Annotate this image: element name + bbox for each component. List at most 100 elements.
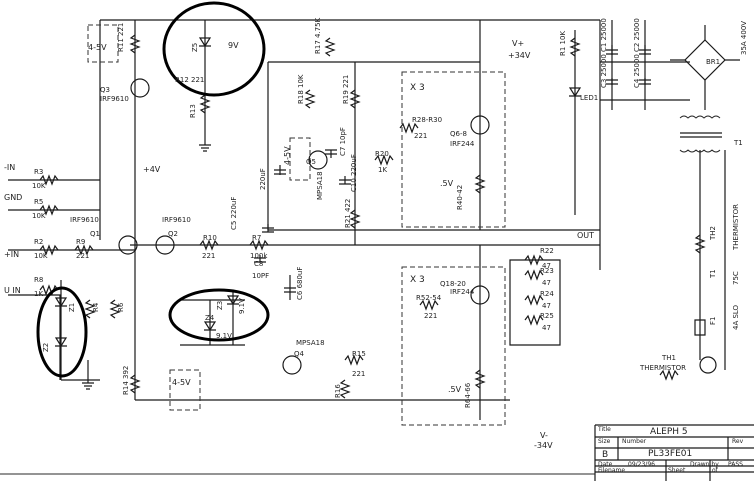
label-br1: BR1 [706,58,720,66]
label-r11: R11 221 [117,23,125,52]
label-mpsa18-lower: MPSA18 [296,339,325,347]
label-c7: C7 10pF [339,127,347,156]
label-r28-30-value: 221 [414,132,427,140]
resistor-r10 [199,239,219,251]
label-r24: R24 [540,290,554,298]
label-r23-value: 47 [542,279,551,287]
resistor-r3 [39,174,59,186]
label-r14: R14 392 [122,366,130,395]
label-c8-value: 10PF [252,272,269,280]
resistor-r8 [304,89,316,109]
ground-symbol-1 [199,140,211,152]
label-r23: R23 [540,267,554,275]
bridge-leads [670,25,740,110]
label-r25: R25 [540,312,554,320]
label-bias-upper: 4-5V [88,43,107,52]
title-block-size: B [602,450,608,460]
annotation-circle-z5 [162,1,266,97]
label-vminus-value: -34V [534,441,553,450]
thermistor-th2 [694,234,706,254]
label-z5: Z5 [191,43,199,52]
resistor-r5 [39,204,59,216]
capacitor-c5 [262,224,274,233]
label-q3-part: IRF9610 [100,95,129,103]
label-z3-voltage: 9.1V [238,298,246,314]
resistor-r8b [39,284,59,296]
label-q18-20: Q18-20 [440,280,466,288]
resistor-r17 [324,37,336,57]
input-zener-wires [60,280,100,381]
label-c5: C5 220uF [230,197,238,230]
resistor-r28-30 [399,122,419,134]
title-block-of-caption: of [712,467,719,474]
transistor-q1 [118,235,138,255]
label-z2: Z2 [42,343,50,352]
capacitor-bank-wires [600,20,690,110]
label-r3-value: 10K [32,182,46,190]
label-c9: 220uF [259,168,267,190]
resistor-r19 [349,89,361,109]
label-q3: Q3 [100,86,110,94]
label-r64-66: R64-66 [464,382,472,408]
label-c3: C3 25000 [600,54,608,88]
label-x3-upper: X 3 [410,83,425,93]
mains-socket [699,356,717,374]
label-vplus: V+ [512,39,524,48]
title-block-date-caption: Date [598,461,613,468]
label-q2: Q2 [168,230,178,238]
resistor-r1 [569,37,581,57]
label-q4: Q4 [294,350,305,358]
title-block-rev-caption: Rev [732,438,744,445]
label-plus-in: +IN [4,250,19,259]
diode-led1 [568,87,582,98]
title-block-sheet-caption: Sheet [668,467,686,474]
resistor-r6 [109,299,121,319]
capacitor-c8 [254,255,266,263]
resistor-r14 [129,374,141,394]
zener-z5 [198,37,212,48]
label-c8: C8 [254,260,263,268]
label-r9: R9 [76,238,85,246]
mosfet-q6-8 [470,115,490,135]
component-labels: 4-5V R11 221 Z5 9V R12 221 R13 Q3 IRF961… [4,17,748,450]
fuse-f1 [694,319,706,336]
label-5v-lower: .5V [448,385,462,394]
resistor-r13 [199,94,211,114]
label-z4-voltage: 9.1V [216,332,232,340]
bias-box-mid [289,137,311,181]
label-r12: R12 221 [175,76,204,84]
label-r5-value: 10K [32,212,46,220]
label-r19: R19 221 [342,75,350,104]
resistor-r11 [129,34,141,54]
label-t1-transformer: T1 [733,139,743,147]
resistor-r16 [339,379,351,399]
annotation-circle-z3-z4 [168,288,270,342]
label-c6: C6 680uF [296,267,304,300]
resistor-r7 [249,239,269,251]
transistor-q2 [155,235,175,255]
label-c1: C1 25000 [600,18,608,52]
label-r15: R15 [352,350,366,358]
label-th1: TH1 [661,354,676,362]
label-r5: R5 [34,198,43,206]
capacitor-c7 [325,149,337,158]
label-mpsa18-upper: MPSA18 [316,171,324,200]
annotation-circle-z1-z2 [36,286,88,378]
label-z4: Z4 [205,314,215,322]
title-block-filename-caption: Filename [598,467,625,474]
transformer-secondary [679,115,721,119]
bias-box-upper [87,24,119,63]
zener-pair-wires [180,290,245,346]
label-r15-value: 221 [352,370,365,378]
label-f1: F1 [709,317,717,325]
resistor-r64-66 [474,369,486,389]
title-block-number-caption: Number [622,438,647,445]
label-thermistor-th1: THERMISTOR [639,364,686,372]
label-r10: R10 [203,234,217,242]
capacitor-c10 [339,176,351,185]
label-c4: C4 25000 [633,54,641,88]
label-r6: R6 [117,302,125,312]
label-r28-30: R28-R30 [412,116,442,124]
output-stage-lower-box [401,266,506,426]
label-bias-lower: 4-5V [172,378,191,387]
